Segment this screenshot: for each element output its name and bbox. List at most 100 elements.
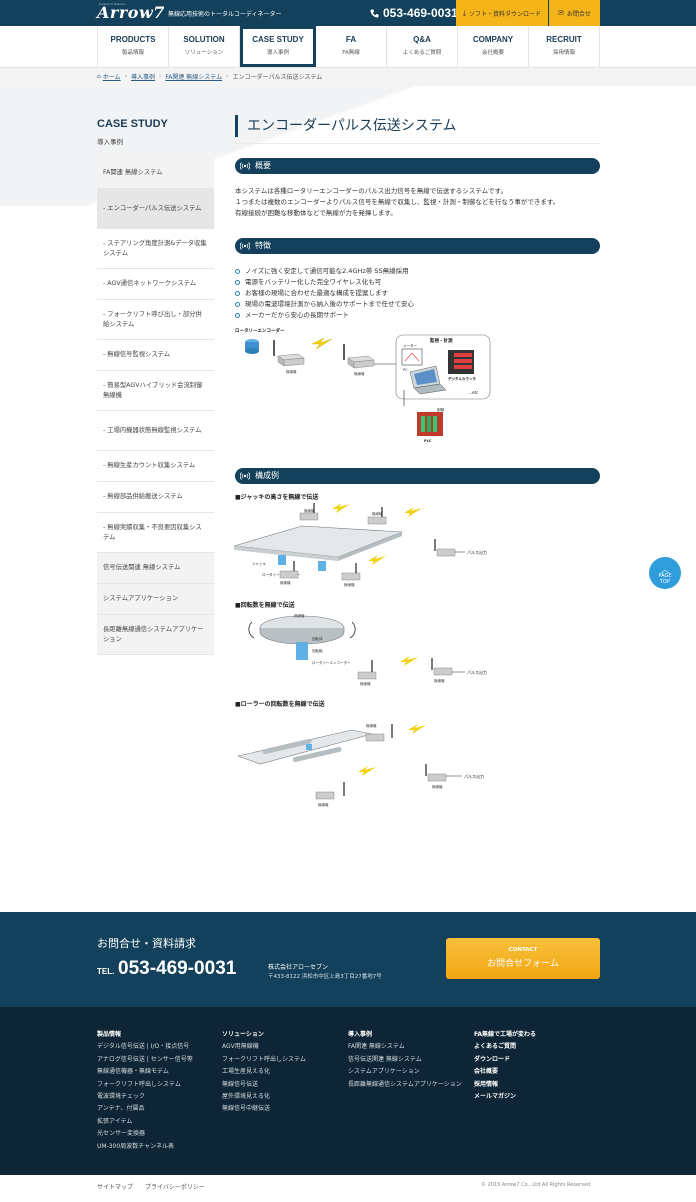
logo[interactable]: Arrow7 — [97, 3, 165, 22]
footer-link[interactable]: アンテナ、付属品 — [97, 1105, 145, 1113]
roller-icon — [292, 746, 342, 763]
feature-text: 電源をバッテリー化した完全ワイヤレス化も可 — [245, 278, 382, 286]
home-icon[interactable]: ⌂ — [97, 73, 101, 80]
sidebar-item-signal[interactable]: 信号伝送関連 無線システム — [97, 553, 214, 584]
sidebar-item-agv[interactable]: - AGV通信ネットワークシステム — [97, 269, 214, 300]
sidebar-item-factory-monitor[interactable]: - 工場内機器状態無線監視システム — [97, 411, 214, 451]
footer-link[interactable]: AGV用無線機 — [222, 1043, 259, 1051]
breadcrumb-case-study[interactable]: 導入事例 — [130, 74, 155, 81]
plc-label: PLC — [424, 439, 432, 443]
footer-bottom-bar — [0, 1175, 696, 1202]
footer-link[interactable]: FA関連 無線システム — [348, 1043, 405, 1051]
sidebar-item-parts[interactable]: - 無線部品供給搬送システム — [97, 482, 214, 513]
footer-heading[interactable]: FA無線で工場が変わる — [474, 1031, 537, 1038]
radio-device-icon — [425, 764, 447, 782]
nav-sublabel: 導入事例 — [266, 50, 289, 56]
sitemap-link[interactable]: サイトマップ — [97, 1184, 134, 1191]
footer-link[interactable]: 長距離無線通信システムアプリケーション — [348, 1080, 462, 1088]
jack-icon — [278, 555, 286, 565]
sidebar-item-system-app[interactable]: システムアプリケーション — [97, 584, 214, 615]
footer-heading[interactable]: ダウンロード — [474, 1055, 511, 1063]
privacy-link[interactable]: プライバシーポリシー — [145, 1184, 205, 1191]
breadcrumb-home[interactable]: ホーム — [102, 74, 121, 81]
logo-tagline: Pursuit to Passion — [99, 2, 126, 6]
sidebar-item-results[interactable]: - 無線実績収集・不良要因収集システム — [97, 513, 214, 553]
sidebar-item-forklift[interactable]: - フォークリフト呼び出し・部分供給システム — [97, 300, 214, 340]
footer-heading[interactable]: 会社概要 — [474, 1068, 499, 1076]
download-button[interactable]: ⤓ソフト・資料ダウンロード — [456, 0, 548, 26]
radio-device-icon — [431, 658, 453, 676]
nav-sublabel: FA無線 — [342, 50, 360, 56]
nav-sublabel: よくあるご質問 — [402, 50, 442, 56]
footer-link[interactable]: 工場生産見える化 — [222, 1068, 270, 1076]
monitor-label: 監視・計測 — [430, 337, 453, 344]
page-title: エンコーダーパルス伝送システム — [235, 115, 456, 137]
counter-display — [454, 365, 472, 369]
tel-number[interactable]: 053-469-0031 — [118, 958, 237, 979]
nav-label: RECRUIT — [546, 35, 582, 44]
contact-label: お問合せ — [566, 10, 591, 18]
system-diagram: ロータリーエンコーダー 無線機 無線機 監視・計測 メーター デジタルカウンタ … — [235, 327, 491, 443]
sidebar-item-encoder[interactable]: - エンコーダーパルス伝送システム — [97, 189, 214, 229]
section-overview-label: 概要 — [255, 161, 271, 170]
section-overview: 概要 — [235, 158, 600, 174]
breadcrumb-fa[interactable]: FA関連 無線システム — [165, 74, 223, 81]
nav-fa[interactable]: FA FA無線 — [316, 26, 387, 67]
sidebar-item-long-range[interactable]: 長距離無線通信システムアプリケーション — [97, 615, 214, 655]
footer-col-case: 導入事例 FA関連 無線システム 信号伝送関連 無線システム システムアプリケー… — [348, 1029, 462, 1091]
page-top-label: TOP — [659, 579, 670, 585]
footer-heading[interactable]: 製品情報 — [97, 1031, 122, 1038]
footer-link[interactable]: 屋外環境見える化 — [222, 1093, 270, 1101]
sidebar-item-agv-hybrid[interactable]: - 簡易型AGVハイブリッド会流制御無線機 — [97, 371, 214, 411]
footer-heading[interactable]: 導入事例 — [348, 1031, 373, 1038]
sidebar-item-fa[interactable]: FA関連 無線システム — [97, 158, 214, 189]
header-phone[interactable]: 053-469-0031 — [370, 6, 458, 20]
cta-label: お問合せフォーム — [487, 959, 559, 969]
nav-divider — [0, 67, 696, 68]
bullet-icon — [235, 302, 240, 307]
footer-link[interactable]: 無線信号伝送 — [222, 1080, 259, 1088]
copyright: © 2015 Arrow7 Co., Ltd.All Rights Reserv… — [481, 1182, 592, 1188]
footer-heading[interactable]: ソリューション — [222, 1031, 264, 1038]
sidebar-item-signal-monitor[interactable]: - 無線信号監視システム — [97, 340, 214, 371]
footer-heading[interactable]: 採用情報 — [474, 1080, 499, 1088]
footer-link[interactable]: フォークリフト呼出しシステム — [97, 1080, 181, 1088]
page-top-button[interactable]: ︿ PAGE TOP — [649, 557, 681, 589]
sidebar-subtitle: 導入事例 — [97, 138, 123, 146]
footer-link[interactable]: 電波環境チェック — [97, 1093, 146, 1101]
footer-link[interactable]: 拡張アイテム — [97, 1117, 133, 1125]
nav-label: FA — [345, 35, 357, 44]
footer-link[interactable]: 光センサー変換器 — [97, 1130, 146, 1138]
nav-label: COMPANY — [472, 35, 514, 44]
footer-heading[interactable]: メールマガジン — [474, 1093, 517, 1101]
device-label: 無線機 — [432, 784, 443, 789]
footer-link[interactable]: システムアプリケーション — [348, 1068, 420, 1076]
footer-link[interactable]: 信号伝送関連 無線システム — [348, 1055, 422, 1063]
footer-link[interactable]: 無線信号中継伝送 — [222, 1105, 271, 1113]
jack-diagram: ジャッキ ロータリーエンコーダー 無線機 無線機 無線機 無線機 パルス出力 — [233, 503, 487, 587]
footer-heading[interactable]: よくあるご質問 — [474, 1043, 517, 1051]
contact-button[interactable]: ✉お問合せ — [549, 0, 600, 26]
sidebar-item-steering[interactable]: - ステアリング角度計測&データ収集システム — [97, 229, 214, 269]
etc-label: …etc — [468, 390, 478, 395]
sidebar-item-count[interactable]: - 無線生産カウント収集システム — [97, 451, 214, 482]
contact-form-button[interactable]: CONTACT お問合せフォーム — [446, 938, 600, 979]
footer-link[interactable]: 無線通信機器・無線モデム — [97, 1068, 169, 1076]
footer-link[interactable]: アナログ信号伝送 | センサー信号等 — [97, 1055, 193, 1063]
wireless-bolt-icon — [404, 507, 422, 517]
counter-label: デジタルカウンタ — [448, 376, 476, 381]
encoder-icon — [296, 642, 308, 660]
feature-item: ノイズに強く安定して通信可能な2.4GHz帯 SS無線採用 — [235, 266, 414, 277]
footer-link[interactable]: デジタル信号伝送 | I/O・接点信号 — [97, 1043, 190, 1051]
encoder-icon — [245, 339, 259, 354]
footer-link[interactable]: フォークリフト呼出しシステム — [222, 1055, 306, 1063]
wireless-bolt-icon — [332, 503, 350, 513]
radio-device-icon — [299, 503, 319, 521]
footer-link[interactable]: UM-300周波数チャンネル表 — [97, 1142, 175, 1150]
